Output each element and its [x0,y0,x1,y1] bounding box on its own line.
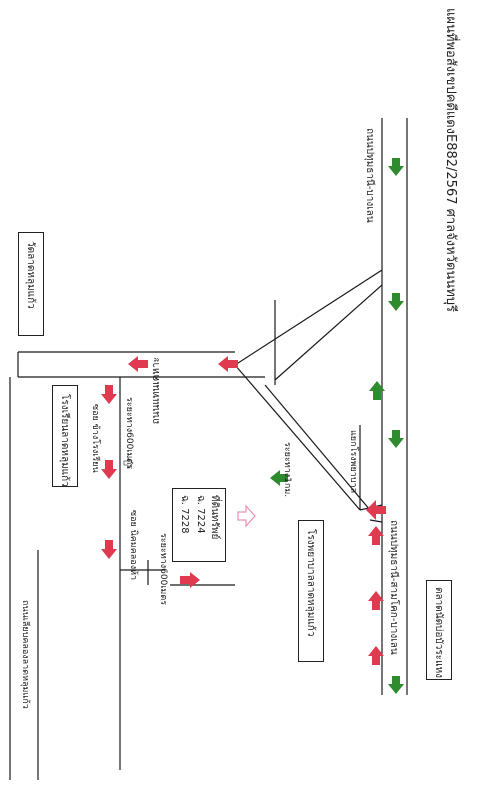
property-box: ที่ดินทรัพย์ ฉ. 7224 ฉ. 7228 [172,488,226,562]
distance-label-1: ระยะทาง600เมตร [124,397,134,470]
red-arrow [101,385,117,404]
junction-road-line-b [264,384,371,511]
green-arrow [388,430,404,448]
branch-road-line-a [234,269,383,366]
red-arrow [101,540,117,559]
soi-label-b: ซอย นิคมคลองห้า [128,510,138,581]
red-arrow [218,356,238,372]
property-plot-2: ฉ. 7228 [179,495,190,534]
hospital-box: โรงพยาบาลลาดหลุมแก้ว [298,520,324,662]
market-label: ตลาดนัดบ่อบัวระแหง [433,587,444,679]
green-arrow [388,158,404,176]
green-arrow [270,470,288,486]
red-arrow [368,646,384,665]
property-pointer-icon [237,504,256,528]
green-arrow [369,381,385,400]
green-arrow [388,293,404,311]
soi-label-a: ซอย ข้างโรงเรียน [90,404,100,473]
red-arrow [101,460,117,479]
school-label: โรงเรียนลาดหลุมแก้ว [59,394,70,487]
red-arrow [368,591,384,610]
map-title: แผนที่พอสังเขปคดีแดงE882/2567 ศาลจังหวัด… [443,8,458,312]
property-label: ที่ดินทรัพย์ [209,495,220,540]
junction-road-line-e [369,519,383,523]
road-label-main-lower: ถนนปทุมธานี-สามโคก-บางเลน [388,520,399,655]
branch-road-line-b [274,284,383,381]
property-plot-1: ฉ. 7224 [195,495,206,534]
distance-label-2: ระยะทาง600เมตร [158,533,168,606]
red-arrow [368,526,384,545]
red-arrow [128,356,148,372]
red-arrow [366,500,386,520]
green-arrow [388,676,404,694]
red-arrow [180,572,200,588]
temple-label: วัดลาดหลุมแก้ว [25,241,36,309]
school-box: โรงเรียนลาดหลุมแก้ว [52,385,78,487]
junction-label: แยกโรงพยาบาล [348,430,358,494]
hospital-label: โรงพยาบาลลาดหลุมแก้ว [305,529,316,637]
road-label-bottom: ถนนเลียบคลองลาดหลุมแก้ว [20,600,30,709]
small-pointer-icon [123,457,134,469]
distance-label-3: ระยะทาง1กม. [282,442,292,498]
market-box: ตลาดนัดบ่อบัวระแหง [426,580,452,680]
road-label-upper: ถนนปทุมธานี-บางเลน [364,128,375,223]
junction-road-line-a [234,364,361,511]
temple-box: วัดลาดหลุมแก้ว [18,232,44,336]
road-label-left: ถนนแทนเคหาะ [151,357,162,425]
